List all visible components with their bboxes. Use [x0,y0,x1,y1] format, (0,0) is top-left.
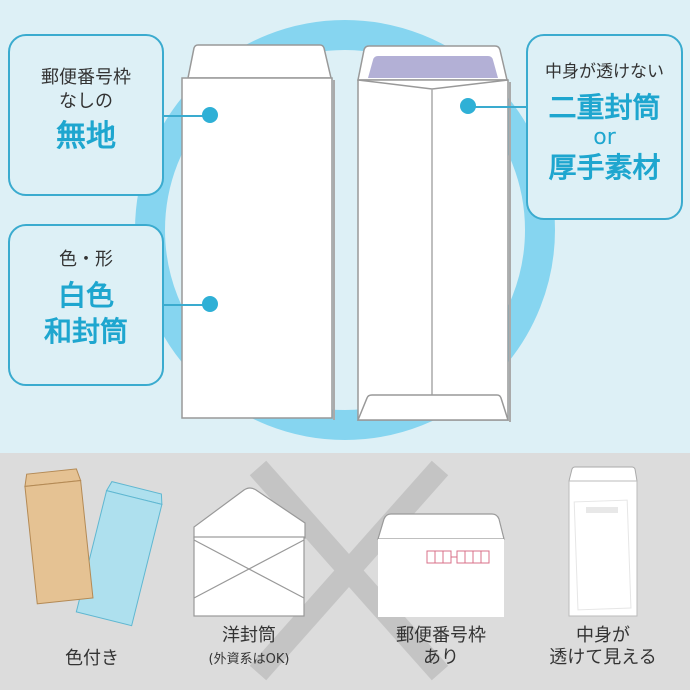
callout-main: 白色 [57,279,114,312]
see-through-envelope-icon [568,466,638,617]
colored-envelopes-icon [24,468,163,627]
postal-code-envelope-icon [377,513,505,617]
connector-line [164,115,210,117]
plain-envelope-icon [181,44,335,420]
callout-white-envelope-box: 色・形 白色 和封筒 [8,224,164,386]
connector-line [164,304,210,306]
callout-no-postal-box: 郵便番号枠 なしの 無地 [8,34,164,196]
ng-section: 色付き 洋封筒 (外資系はOK) 郵便番号枠 あり 中身が 透けて見える [0,453,690,690]
callout-opaque-box: 中身が透けない 二重封筒 or 厚手素材 [526,34,683,220]
cross-mark-icon [249,460,449,681]
callout-main: 和封筒 [43,315,128,348]
ng-illustrations [24,460,638,681]
callout-sub: 郵便番号枠 [41,67,131,88]
callout-sub: 中身が透けない [545,62,664,82]
pointer-dot [202,296,218,312]
western-envelope-icon [193,487,306,617]
double-envelope-icon [356,45,511,422]
ok-section: 郵便番号枠 なしの 無地 色・形 白色 和封筒 中身が透けない 二重封筒 or … [0,0,690,453]
ng-label-colored: 色付き [65,648,119,669]
ng-label-western: 洋封筒 (外資系はOK) [208,625,290,667]
ng-label-see-through: 中身が 透けて見える [549,625,657,668]
callout-sub: 色・形 [59,249,113,270]
callout-or: or [593,125,616,150]
callout-main: 厚手素材 [548,151,661,184]
white-envelopes-illustration [181,44,511,422]
pointer-dot [202,107,218,123]
connector-line [470,106,526,108]
callout-main: 二重封筒 [548,91,661,124]
callout-main: 無地 [56,119,116,154]
callout-sub: なしの [59,91,113,112]
ng-label-postal: 郵便番号枠 あり [396,625,486,668]
pointer-dot [460,98,476,114]
